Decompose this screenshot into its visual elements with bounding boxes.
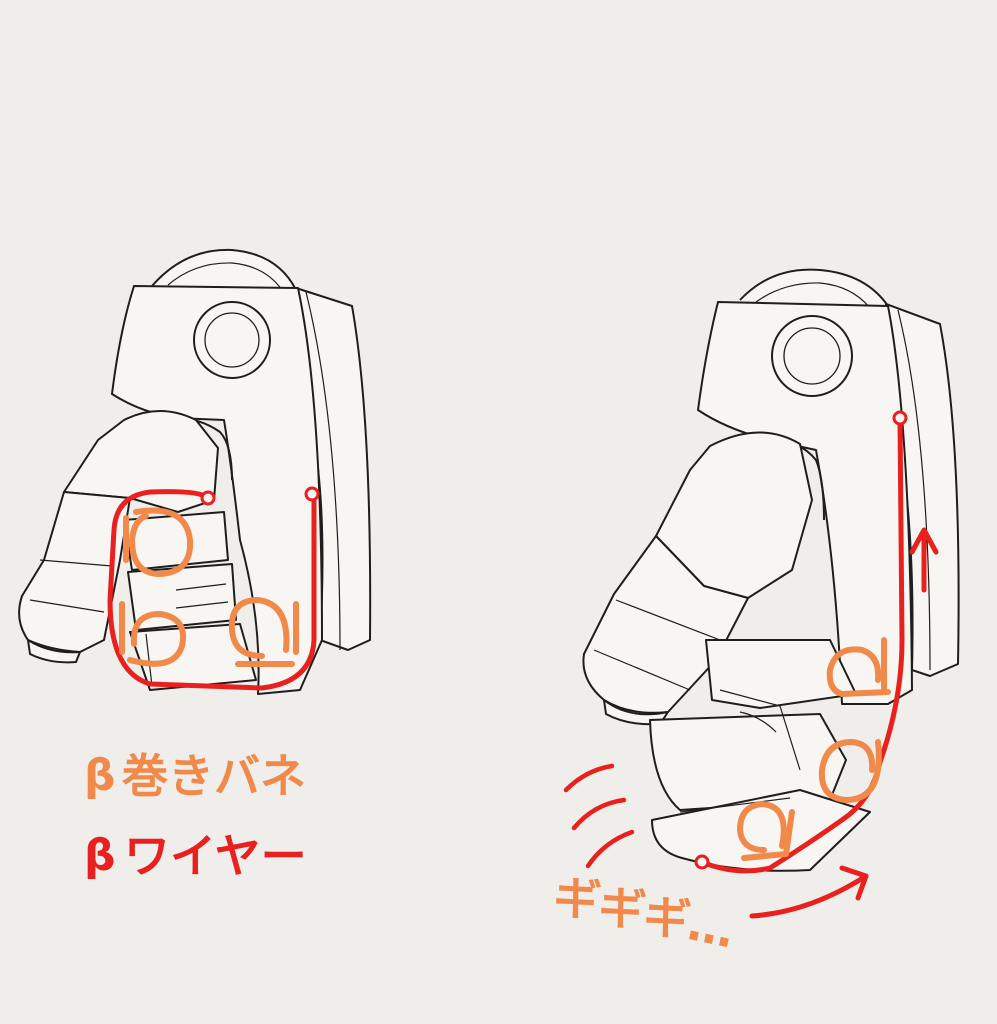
right-wire-end-2	[694, 854, 710, 870]
left-palm-front	[111, 285, 323, 695]
left-spring-3	[228, 597, 299, 667]
legend-wire-icon: β	[84, 830, 116, 881]
right-springs	[737, 637, 891, 861]
right-spring-2	[818, 739, 882, 803]
legend-spring-label: 巻きバネ	[122, 749, 306, 803]
right-finger-segment-1	[705, 639, 857, 709]
left-wire-end-1	[200, 490, 216, 506]
finger-curl-arrow	[749, 865, 869, 919]
right-wire	[699, 417, 905, 874]
right-hand-closed	[582, 268, 960, 872]
right-top-wheel	[739, 268, 889, 307]
legend: β 巻きバネ β ワイヤー	[84, 749, 307, 883]
left-hand-open	[18, 248, 372, 695]
right-spring-3	[737, 801, 795, 861]
motion-lines	[563, 763, 635, 869]
sound-effect-text: ギギギ…	[548, 867, 739, 958]
right-wire-end-1	[892, 410, 908, 426]
left-top-wheel	[151, 248, 297, 291]
legend-spring-item: β 巻きバネ	[84, 749, 306, 803]
left-wire-end-2	[304, 486, 320, 502]
left-spring-2	[119, 601, 186, 667]
left-finger-segment-3	[129, 623, 257, 691]
left-springs	[119, 507, 299, 667]
left-finger-segment-1	[123, 511, 229, 571]
wire-pull-arrow-up	[909, 527, 939, 593]
legend-spring-icon: β	[84, 750, 116, 801]
legend-wire-item: β ワイヤー	[84, 829, 307, 883]
right-spring-1	[826, 637, 891, 697]
left-spring-1	[123, 507, 194, 577]
right-palm-front	[697, 301, 913, 705]
legend-wire-label: ワイヤー	[124, 829, 307, 883]
left-wire	[107, 489, 317, 691]
